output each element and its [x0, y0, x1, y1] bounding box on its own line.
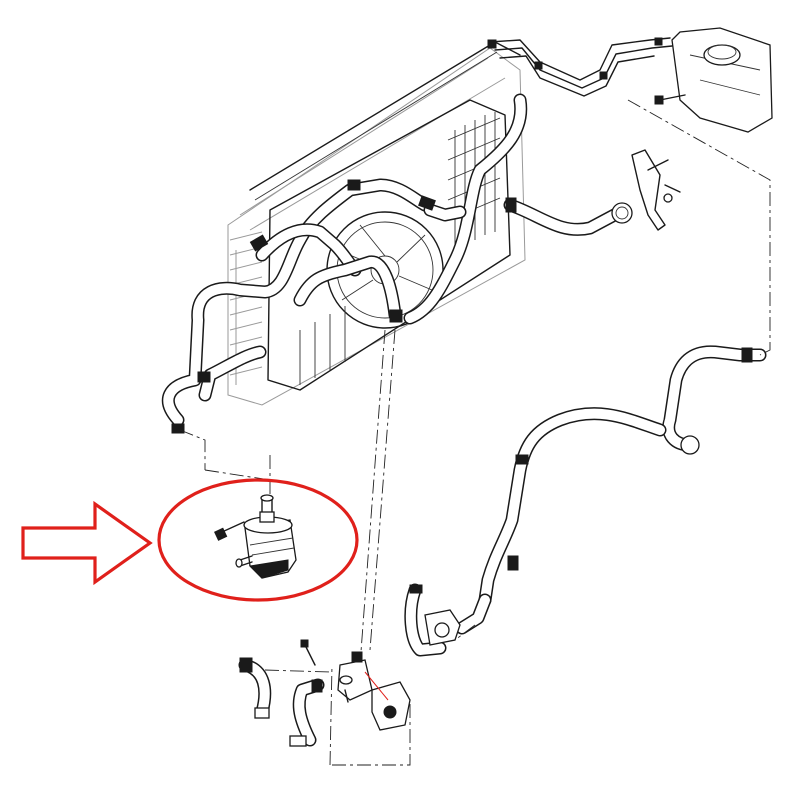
radiator-hoses	[161, 93, 528, 434]
heater-hose-assembly	[503, 149, 681, 236]
radiator-fan-assembly	[227, 41, 526, 406]
lower-hose-group	[238, 639, 325, 747]
auxiliary-coolant-pump-icon	[214, 494, 297, 579]
upper-coolant-pipes	[487, 37, 673, 97]
thermostat-housing-icon	[404, 583, 461, 657]
expansion-tank-icon	[654, 27, 773, 133]
highlight-ring	[157, 478, 359, 602]
leader-lines	[179, 99, 771, 766]
arrow-right-icon	[21, 500, 153, 586]
highlight-callout	[21, 478, 359, 602]
coolant-valve-icon	[337, 651, 411, 731]
lower-return-hose	[455, 345, 767, 635]
